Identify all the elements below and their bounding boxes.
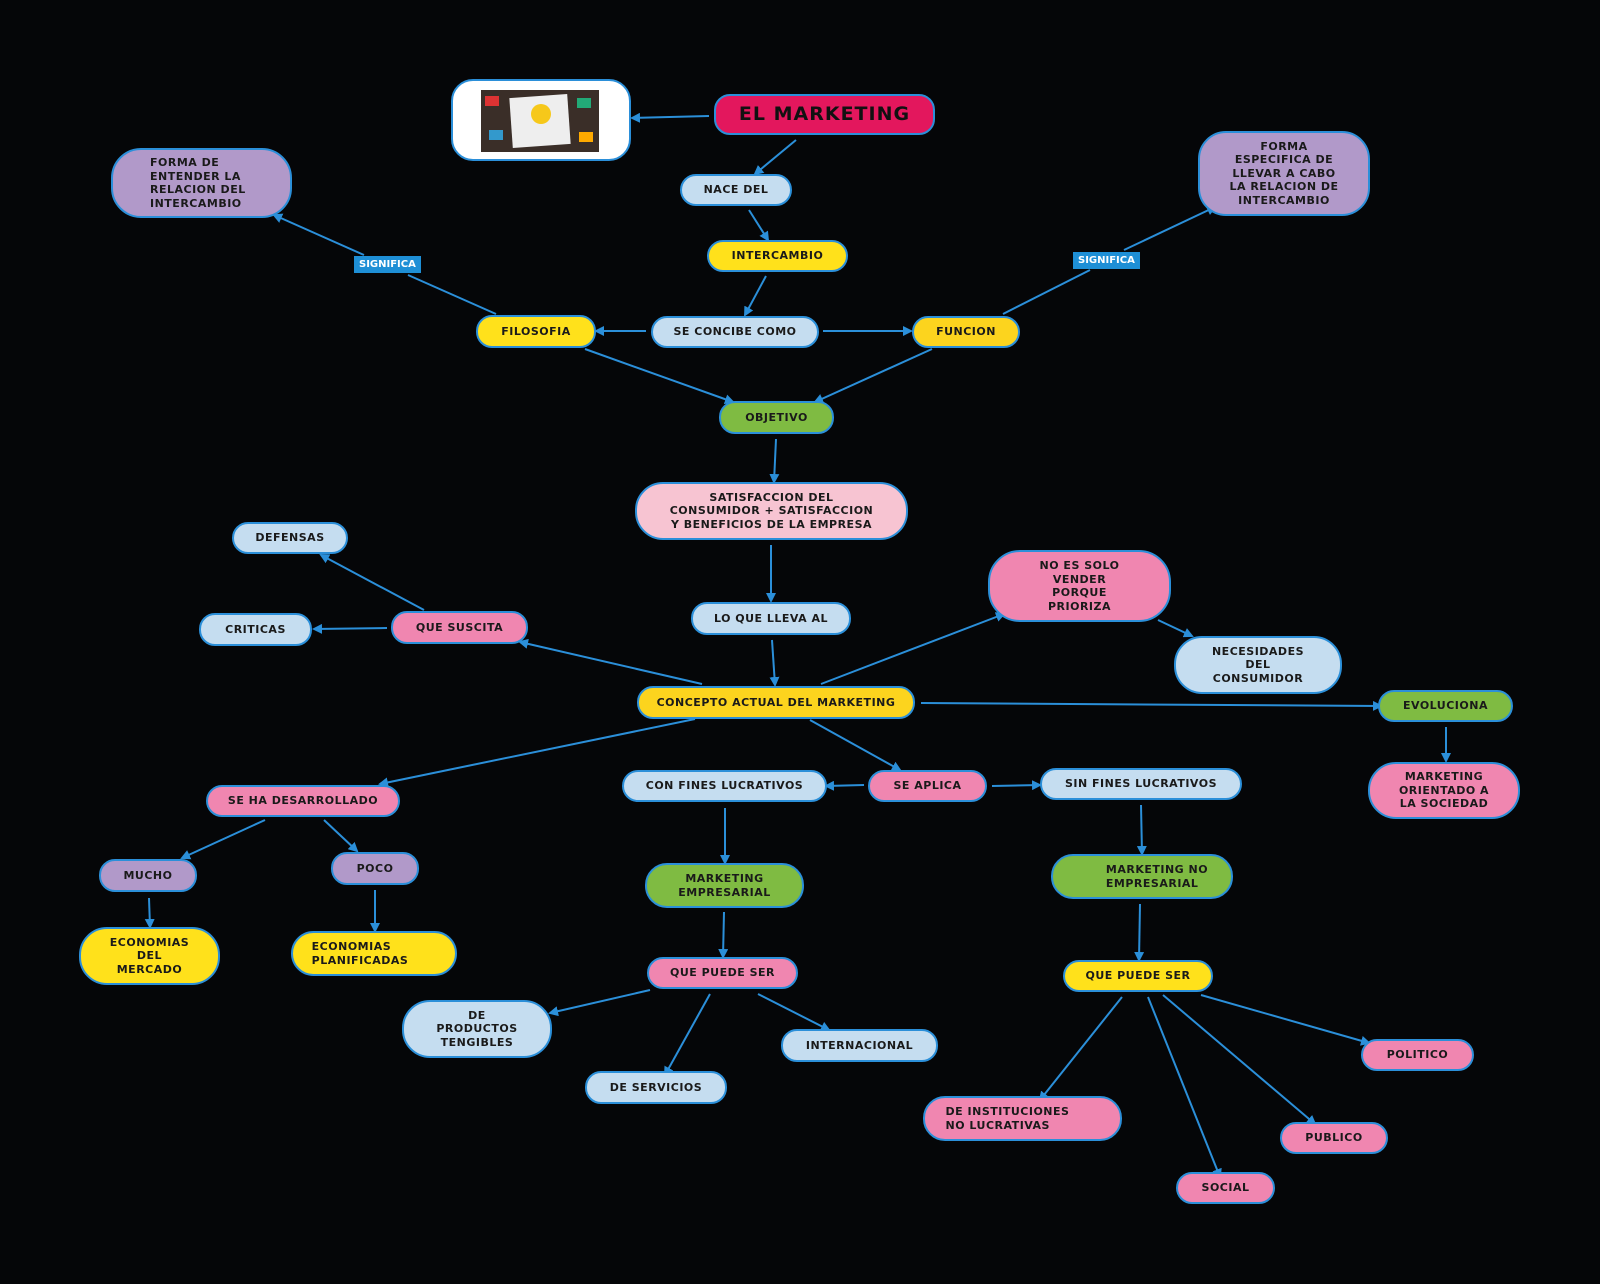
node-mkt-no-empresarial: MARKETING NO EMPRESARIAL (1051, 854, 1233, 899)
node-social: SOCIAL (1176, 1172, 1275, 1204)
node-objetivo: OBJETIVO (719, 401, 834, 434)
node-poco: POCO (331, 852, 419, 885)
node-mucho: MUCHO (99, 859, 197, 892)
node-que-puede-ser-2: QUE PUEDE SER (1063, 960, 1213, 992)
node-necesidades: NECESIDADES DEL CONSUMIDOR (1174, 636, 1342, 694)
node-evoluciona: EVOLUCIONA (1378, 690, 1513, 722)
node-forma-especifica: FORMA ESPECIFICA DE LLEVAR A CABO LA REL… (1198, 131, 1370, 216)
node-de-servicios: DE SERVICIOS (585, 1071, 727, 1104)
node-criticas: CRITICAS (199, 613, 312, 646)
node-que-puede-ser-1: QUE PUEDE SER (647, 957, 798, 989)
significa-label-left: SIGNIFICA (354, 256, 421, 273)
node-se-ha-desarrollado: SE HA DESARROLLADO (206, 785, 400, 817)
node-de-productos: DE PRODUCTOS TENGIBLES (402, 1000, 552, 1058)
node-lo-que-lleva-al: LO QUE LLEVA AL (691, 602, 851, 635)
node-se-concibe-como: SE CONCIBE COMO (651, 316, 819, 348)
node-que-suscita: QUE SUSCITA (391, 611, 528, 644)
node-publico: PUBLICO (1280, 1122, 1388, 1154)
node-politico: POLITICO (1361, 1039, 1474, 1071)
marketing-image-frame (451, 79, 631, 161)
idea-lightbulb-photo-icon (481, 90, 599, 152)
node-filosofia: FILOSOFIA (476, 315, 596, 348)
main-title: EL MARKETING (714, 94, 935, 135)
node-no-es-solo: NO ES SOLO VENDER PORQUE PRIORIZA (988, 550, 1171, 622)
node-nace-del: NACE DEL (680, 174, 792, 206)
node-de-instituciones: DE INSTITUCIONES NO LUCRATIVAS (923, 1096, 1122, 1141)
node-economias-planificadas: ECONOMIAS PLANIFICADAS (291, 931, 457, 976)
node-defensas: DEFENSAS (232, 522, 348, 554)
node-orientado-sociedad: MARKETING ORIENTADO A LA SOCIEDAD (1368, 762, 1520, 819)
node-funcion: FUNCION (912, 316, 1020, 348)
node-forma-entender: FORMA DE ENTENDER LA RELACION DEL INTERC… (111, 148, 292, 218)
node-internacional: INTERNACIONAL (781, 1029, 938, 1062)
node-economias-mercado: ECONOMIAS DEL MERCADO (79, 927, 220, 985)
node-con-fines: CON FINES LUCRATIVOS (622, 770, 827, 802)
node-sin-fines: SIN FINES LUCRATIVOS (1040, 768, 1242, 800)
node-concepto-actual: CONCEPTO ACTUAL DEL MARKETING (637, 686, 915, 719)
node-intercambio: INTERCAMBIO (707, 240, 848, 272)
node-mkt-empresarial: MARKETING EMPRESARIAL (645, 863, 804, 908)
node-se-aplica: SE APLICA (868, 770, 987, 802)
node-satisfaccion: SATISFACCION DEL CONSUMIDOR + SATISFACCI… (635, 482, 908, 540)
significa-label-right: SIGNIFICA (1073, 252, 1140, 269)
